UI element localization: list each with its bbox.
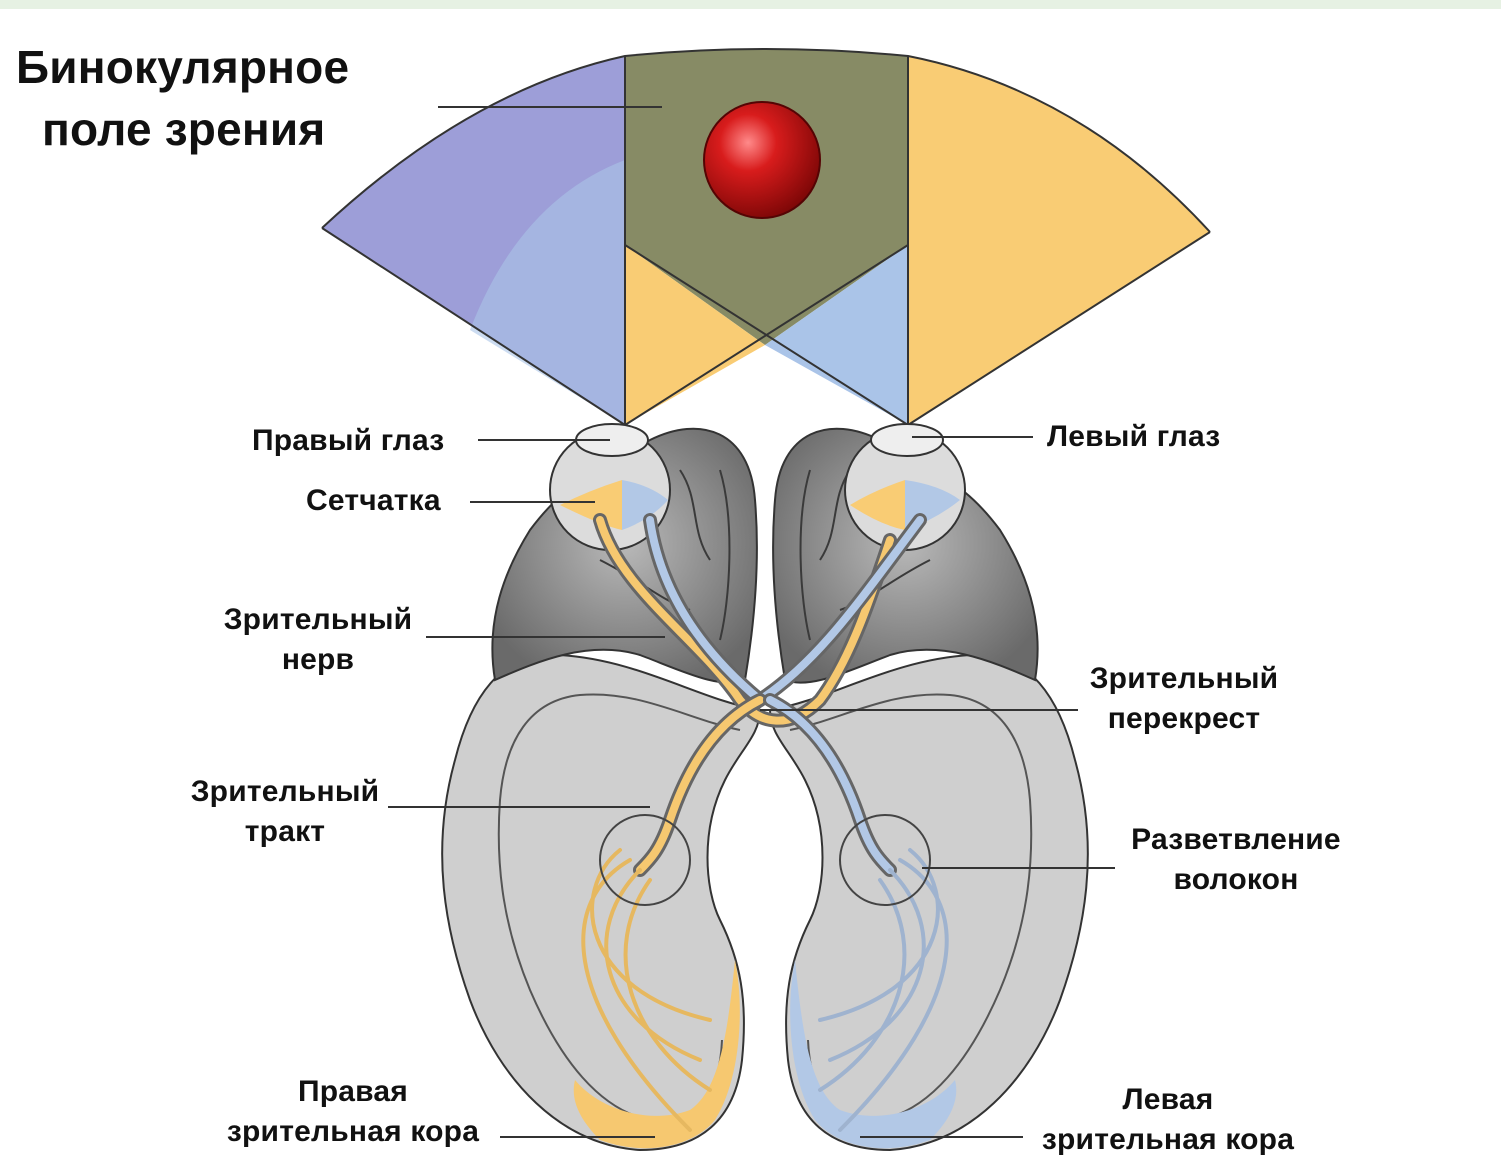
chiasm-line-1: Зрительный [1083,659,1285,699]
visual-field-fan [322,49,1210,425]
optic-tract-line-1: Зрительный [184,772,386,812]
fiber-branching-line-1: Разветвление [1118,820,1354,860]
binocular-field-title: Бинокулярное поле зрения [16,36,349,160]
optic-nerve-line-2: нерв [218,640,418,680]
left-eye-label: Левый глаз [1047,417,1220,457]
fiber-branching-line-2: волокон [1118,860,1354,900]
left-cortex-label: Левая зрительная кора [1025,1080,1311,1160]
right-cortex-line-1: Правая [208,1072,498,1112]
title-line-1: Бинокулярное [16,36,349,98]
brain [442,429,1088,1150]
right-cortex-line-2: зрительная кора [208,1112,498,1152]
left-cortex-line-1: Левая [1025,1080,1311,1120]
optic-nerve-label: Зрительный нерв [218,600,418,680]
chiasm-label: Зрительный перекрест [1083,659,1285,739]
right-cortex-label: Правая зрительная кора [208,1072,498,1152]
right-eye-label: Правый глаз [252,421,444,461]
chiasm-line-2: перекрест [1083,699,1285,739]
optic-tract-label: Зрительный тракт [184,772,386,852]
optic-nerve-line-1: Зрительный [218,600,418,640]
red-ball-icon [704,102,820,218]
optic-tract-line-2: тракт [184,812,386,852]
left-cortex-line-2: зрительная кора [1025,1120,1311,1160]
retina-label: Сетчатка [306,481,441,521]
title-line-2: поле зрения [16,98,349,160]
fiber-branching-label: Разветвление волокон [1118,820,1354,900]
